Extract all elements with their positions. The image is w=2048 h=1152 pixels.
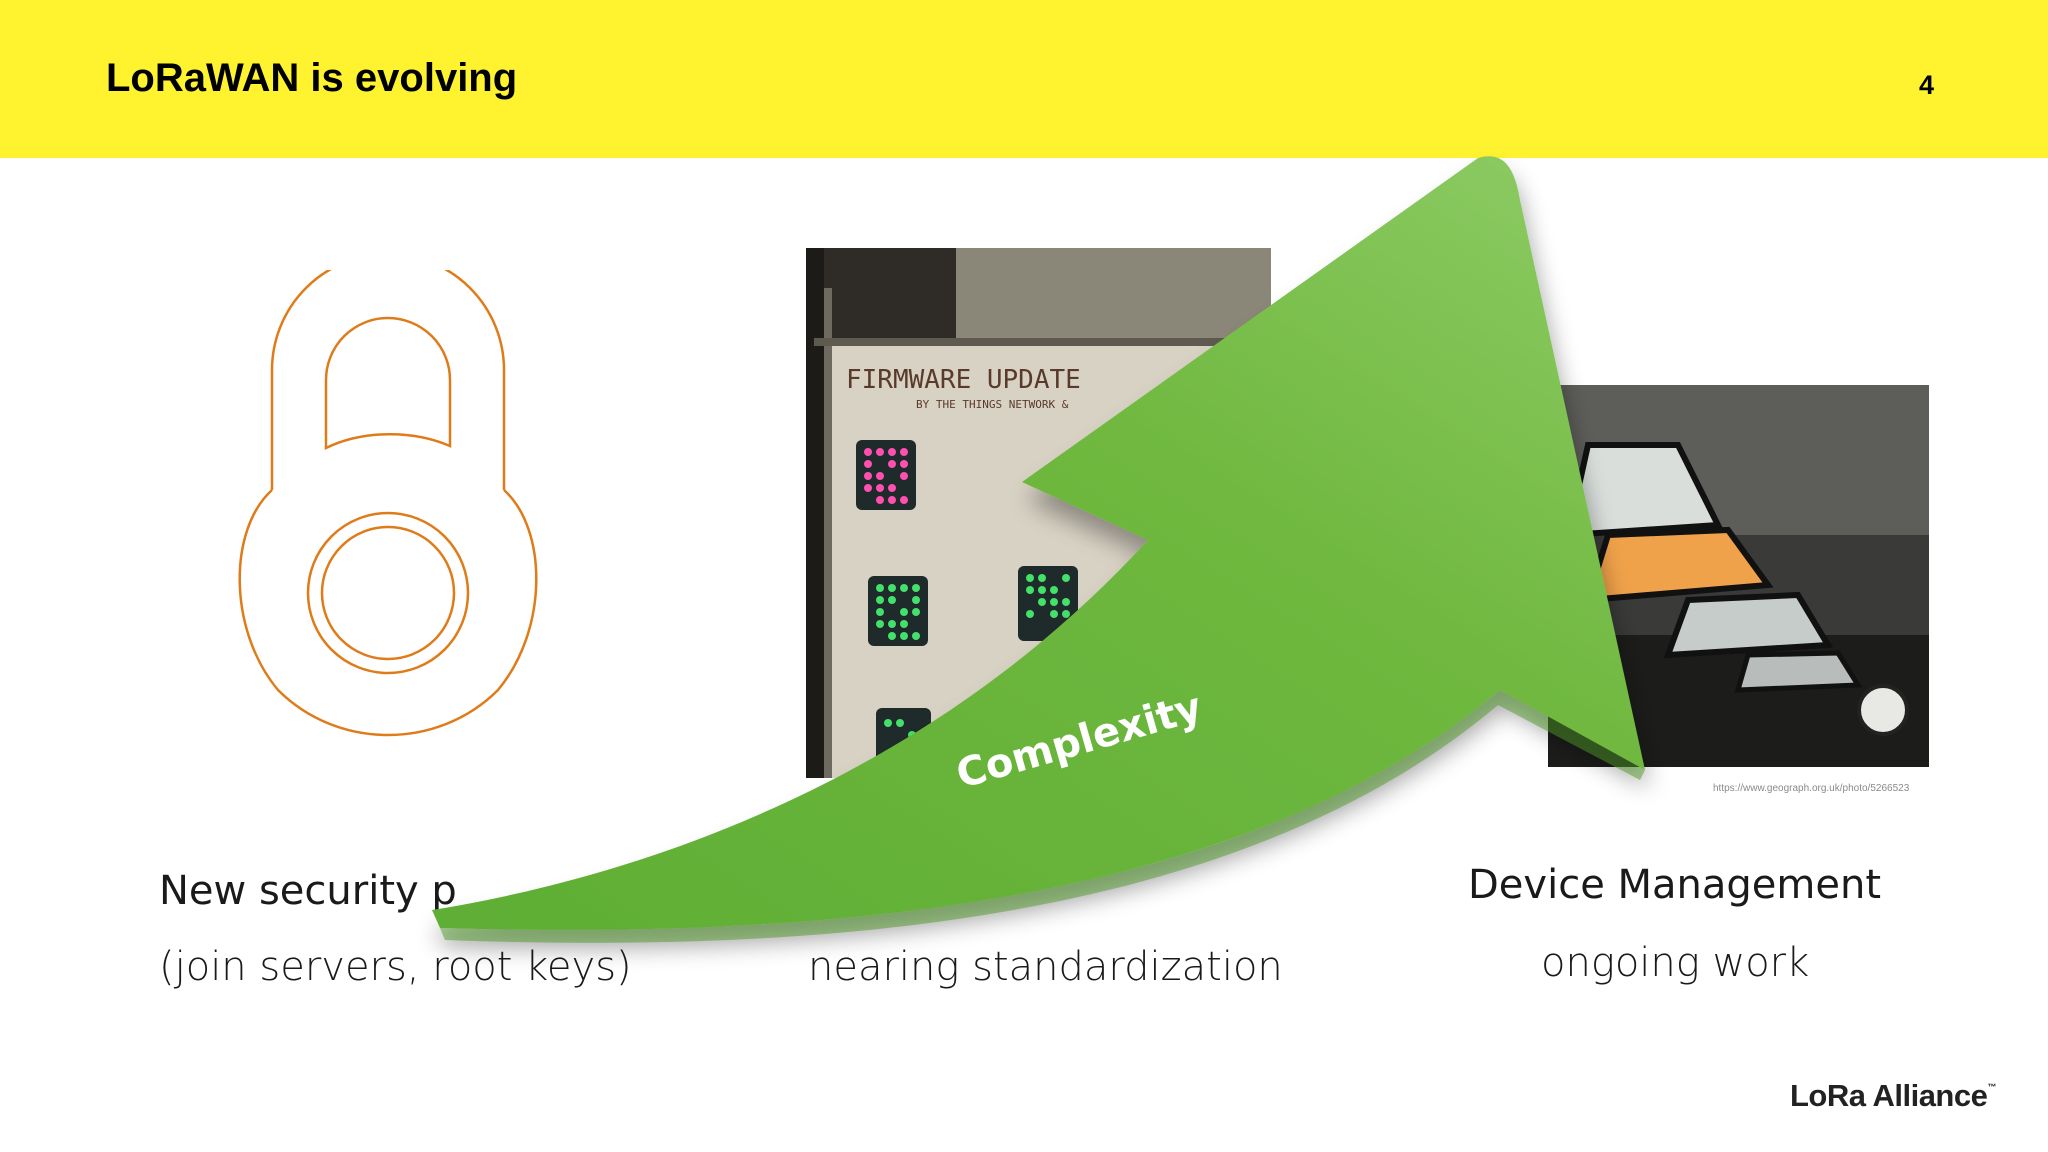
lock-icon: [238, 270, 538, 737]
lora-alliance-logo: LoRa Alliance™: [1790, 1078, 1996, 1114]
column-3-subtext: ongoing work: [1541, 940, 1810, 986]
page-number: 4: [1919, 70, 1935, 100]
photo-credit: https://www.geograph.org.uk/photo/526652…: [1713, 783, 1910, 794]
device-management-photo: [1548, 385, 1929, 767]
column-1-subtext: (join servers, root keys): [159, 944, 632, 990]
column-2-subtext: nearing standardization: [808, 944, 1283, 990]
svg-text:FIRMWARE UPDATE: FIRMWARE UPDATE: [846, 365, 1081, 395]
slide-header: LoRaWAN is evolving 4: [0, 0, 2048, 158]
logo-tm: ™: [1987, 1082, 1996, 1092]
logo-text: LoRa Alliance: [1790, 1078, 1988, 1113]
svg-text:BY THE THINGS NETWORK &: BY THE THINGS NETWORK &: [916, 398, 1069, 411]
column-1-heading: New security p: [159, 868, 457, 914]
firmware-update-photo: FIRMWARE UPDATE BY THE THINGS NETWORK &: [806, 248, 1271, 778]
slide-title: LoRaWAN is evolving: [106, 56, 518, 100]
column-3-heading: Device Management: [1468, 862, 1882, 908]
